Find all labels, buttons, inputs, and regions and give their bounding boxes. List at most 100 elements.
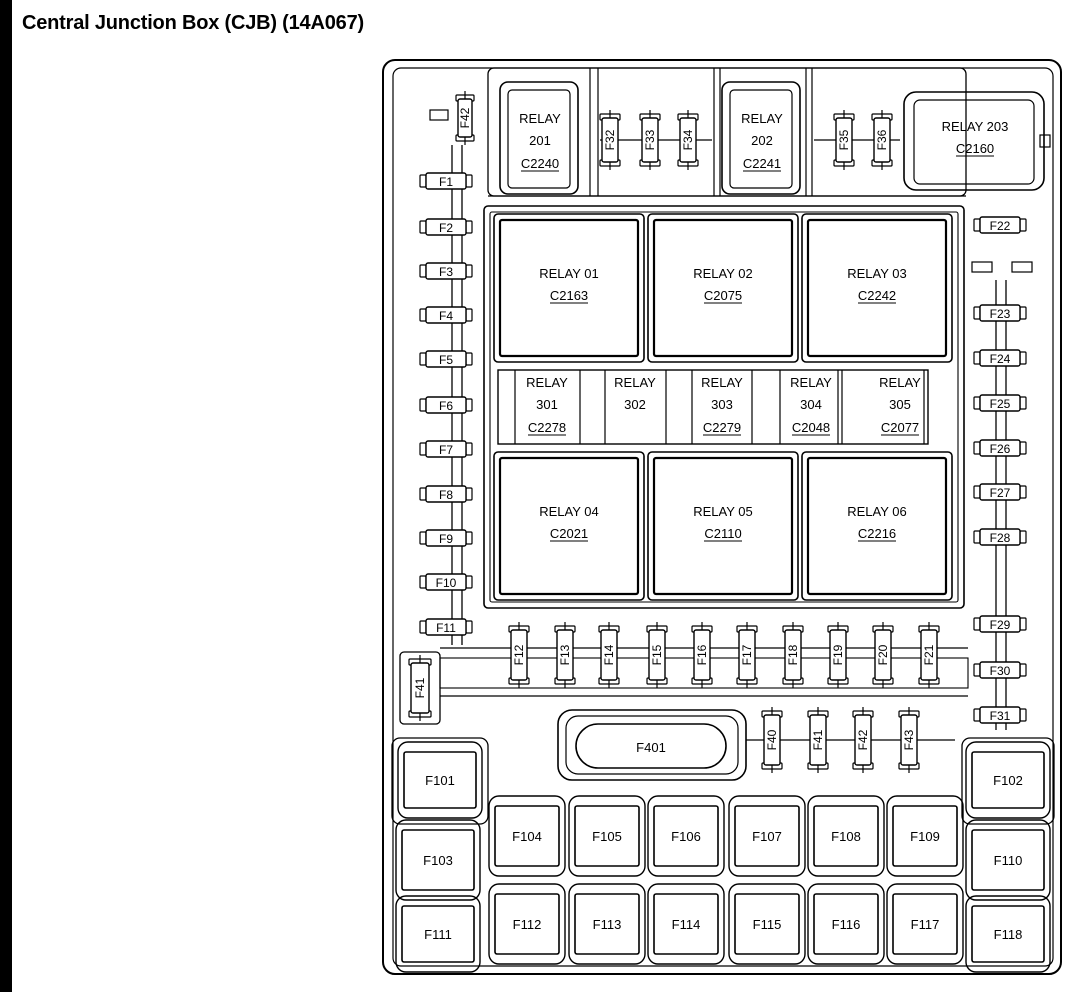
fuse-cap — [1019, 485, 1027, 499]
fuse-f102-label: F102 — [993, 773, 1023, 788]
relay-201-label: RELAY — [519, 111, 561, 126]
fuse-f102 — [971, 751, 1045, 809]
fuse-f13 — [556, 629, 574, 681]
fuse-f16 — [693, 629, 711, 681]
relay-203-body — [913, 99, 1035, 185]
fuse-cap — [973, 396, 981, 410]
fuse-f43-lower — [900, 714, 918, 766]
fuse-cap — [419, 531, 427, 545]
relay-304-connector: C2048 — [792, 420, 830, 435]
fuse-f401 — [575, 723, 727, 769]
fuse-f107 — [734, 805, 800, 867]
right-tab — [971, 261, 993, 273]
fuse-f41-lower — [809, 714, 827, 766]
left-edge-bar — [0, 0, 12, 992]
fuse-f102-housing — [965, 741, 1051, 819]
fuse-cap — [973, 485, 981, 499]
maxi-block-right — [961, 737, 1055, 825]
relay-05-connector: C2110 — [704, 526, 741, 541]
fuse-f104-label: F104 — [512, 829, 542, 844]
relay-302-label: RELAY — [614, 375, 656, 390]
fuse-f12 — [510, 629, 528, 681]
upper-relay-frame — [487, 67, 967, 197]
central-relay-block-inner — [489, 211, 959, 603]
fuse-cap — [1019, 708, 1027, 722]
fuse-f7 — [425, 440, 467, 458]
fuse-f25 — [979, 394, 1021, 412]
fuse-cap — [973, 708, 981, 722]
fuse-cap — [465, 531, 473, 545]
fuse-cap — [465, 264, 473, 278]
fuse-cap — [465, 620, 473, 634]
fuse-f105-label: F105 — [592, 829, 622, 844]
fuse-f5 — [425, 350, 467, 368]
fuse-f42-top — [457, 98, 473, 138]
relay-03-body — [806, 218, 948, 358]
fuse-f401-housing — [557, 709, 747, 781]
fuse-f16-label: F16 — [695, 644, 709, 665]
fuse-f111-housing — [395, 895, 481, 973]
fuse-f40-lower-label: F40 — [765, 729, 779, 750]
fuse-f103-label: F103 — [423, 853, 453, 868]
fuse-f20 — [874, 629, 892, 681]
fuse-f30-label: F30 — [990, 664, 1011, 678]
relay-302-number: 302 — [624, 397, 646, 412]
fuse-f30 — [979, 661, 1021, 679]
relay-01-label: RELAY 01 — [539, 266, 599, 281]
fuse-f14-label: F14 — [602, 644, 616, 665]
fuse-f101-label: F101 — [425, 773, 455, 788]
relay-201-connector: C2240 — [521, 156, 559, 171]
fuse-f6-label: F6 — [439, 399, 453, 413]
fuse-cap — [465, 442, 473, 456]
fuse-f7-label: F7 — [439, 443, 453, 457]
fuse-f27-label: F27 — [990, 486, 1011, 500]
fuse-cap — [1019, 530, 1027, 544]
relay-203-connector: C2160 — [956, 141, 994, 156]
fuse-f118-housing — [965, 895, 1051, 973]
fuse-f11 — [425, 618, 467, 636]
fuse-cap — [973, 441, 981, 455]
fuse-cap — [419, 442, 427, 456]
fuse-f10-label: F10 — [436, 576, 457, 590]
fuse-cap — [1019, 396, 1027, 410]
fuse-cap — [419, 620, 427, 634]
fuse-cap — [973, 530, 981, 544]
fuse-f113-label: F113 — [593, 917, 622, 932]
fuse-f10 — [425, 573, 467, 591]
relay-04-housing — [493, 451, 645, 601]
fuse-f110-housing — [965, 819, 1051, 901]
relay-01-body — [498, 218, 640, 358]
fuse-f117-housing — [886, 883, 964, 965]
relay-202-connector: C2241 — [743, 156, 781, 171]
relay-202-housing — [721, 81, 801, 195]
fuse-cap — [465, 575, 473, 589]
fuse-cap — [419, 308, 427, 322]
fuse-f110 — [971, 829, 1045, 891]
relay-301-number: 301 — [536, 397, 558, 412]
page-title: Central Junction Box (CJB) (14A067) — [22, 12, 364, 34]
fuse-f105-housing — [568, 795, 646, 877]
relay-01-housing — [493, 213, 645, 363]
fuse-f22-label: F22 — [990, 219, 1011, 233]
relay-02-label: RELAY 02 — [693, 266, 753, 281]
relay-304-label: RELAY — [790, 375, 832, 390]
fuse-f113 — [574, 893, 640, 955]
fuse-f15 — [648, 629, 666, 681]
fuse-f117-label: F117 — [911, 917, 940, 932]
fuse-f24 — [979, 349, 1021, 367]
fuse-f19 — [829, 629, 847, 681]
fuse-f40-lower — [763, 714, 781, 766]
fuse-f106 — [653, 805, 719, 867]
fuse-cap — [419, 352, 427, 366]
fuse-f32 — [601, 117, 619, 163]
fuse-cap — [973, 351, 981, 365]
relay-202-number: 202 — [751, 133, 773, 148]
fuse-f9 — [425, 529, 467, 547]
relay-03-connector: C2242 — [858, 288, 896, 303]
fuse-f41-left-housing — [399, 651, 441, 725]
relay-305-number: 305 — [889, 397, 911, 412]
fuse-cap — [465, 220, 473, 234]
fuse-f116-housing — [807, 883, 885, 965]
fuse-f109 — [892, 805, 958, 867]
relay-203-label: RELAY 203 — [942, 119, 1009, 134]
